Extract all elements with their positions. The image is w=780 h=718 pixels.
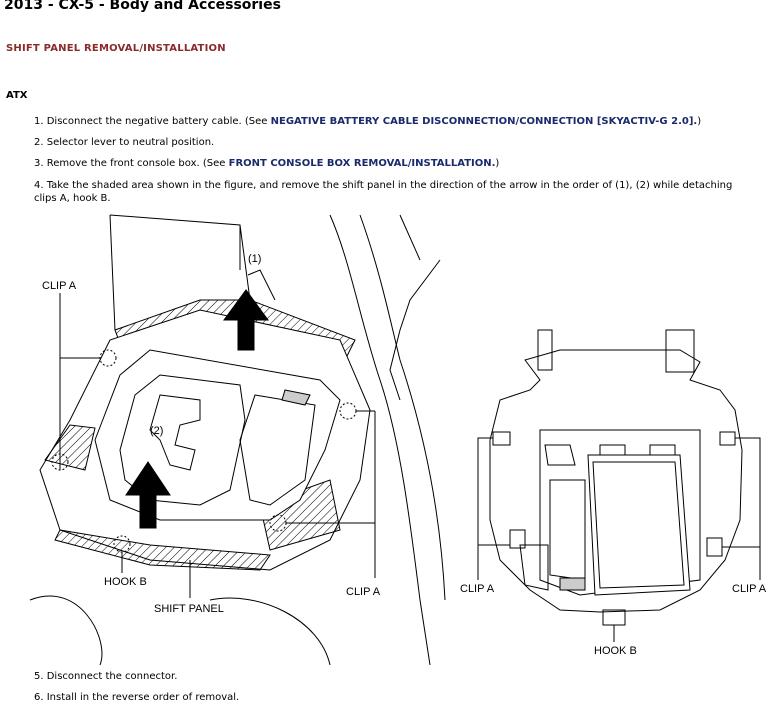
right-view: [477, 329, 761, 642]
label-clip-a-right-left: CLIP A: [460, 583, 495, 595]
shift-panel-figure: (1) (2) CLIP A HOOK B SHIFT PANEL CLIP A…: [29, 214, 767, 665]
step-1: 1. Disconnect the negative battery cable…: [34, 115, 701, 128]
step-4: 4. Take the shaded area shown in the fig…: [34, 179, 734, 205]
step-5-text: 5. Disconnect the connector.: [34, 671, 178, 682]
step-2: 2. Selector lever to neutral position.: [34, 136, 214, 149]
label-clip-a-left-bottom: CLIP A: [346, 586, 381, 598]
step-5: 5. Disconnect the connector.: [34, 670, 177, 683]
step-4-text: 4. Take the shaded area shown in the fig…: [34, 180, 733, 204]
label-step-2: (2): [150, 425, 163, 437]
console-box-link[interactable]: FRONT CONSOLE BOX REMOVAL/INSTALLATION.: [228, 158, 496, 169]
label-step-1: (1): [248, 253, 261, 265]
battery-cable-link[interactable]: NEGATIVE BATTERY CABLE DISCONNECTION/CON…: [270, 116, 698, 127]
label-shift-panel: SHIFT PANEL: [154, 603, 224, 615]
label-clip-a-top: CLIP A: [42, 280, 77, 292]
label-hook-b-right: HOOK B: [594, 645, 637, 657]
step-1-text: 1. Disconnect the negative battery cable…: [34, 116, 271, 127]
left-view: [29, 214, 446, 665]
document-title: 2013 - CX-5 - Body and Accessories: [4, 0, 281, 13]
label-clip-a-right-right: CLIP A: [732, 583, 767, 595]
section-title: SHIFT PANEL REMOVAL/INSTALLATION: [6, 43, 226, 54]
step-3-after: ): [495, 158, 500, 169]
step-3: 3. Remove the front console box. (See FR…: [34, 157, 499, 170]
step-6-text: 6. Install in the reverse order of remov…: [34, 692, 240, 703]
step-3-text: 3. Remove the front console box. (See: [34, 158, 229, 169]
step-1-after: ): [697, 116, 702, 127]
subsection-title: ATX: [6, 90, 28, 101]
label-hook-b-left: HOOK B: [104, 576, 147, 588]
step-2-text: 2. Selector lever to neutral position.: [34, 137, 215, 148]
step-6: 6. Install in the reverse order of remov…: [34, 691, 239, 704]
